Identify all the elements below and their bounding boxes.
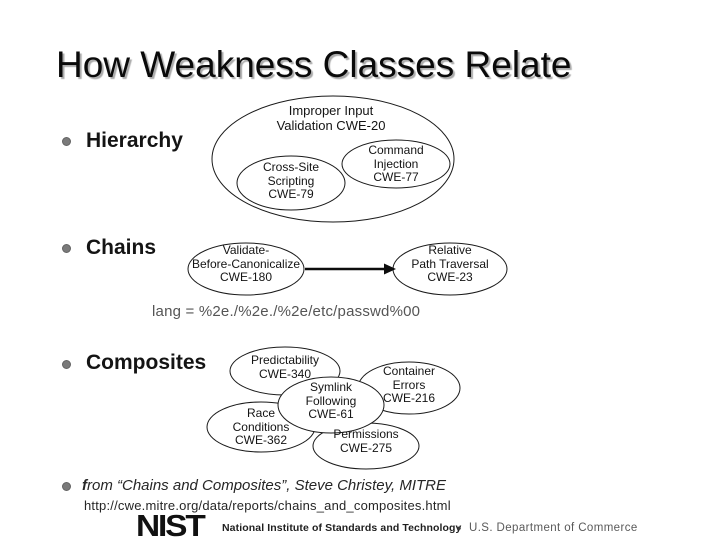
commerce-department-name: U.S. Department of Commerce — [469, 522, 638, 534]
relative-path-traversal-label: Relative Path Traversal CWE-23 — [411, 243, 489, 284]
container-errors-label: Container Errors CWE-216 — [382, 364, 436, 405]
cross-site-scripting-label: Cross-Site Scripting CWE-79 — [262, 160, 319, 201]
footer-separator-icon: • — [457, 521, 462, 535]
nist-agency-name: National Institute of Standards and Tech… — [222, 522, 462, 534]
attribution-text: from “Chains and Composites”, Steve Chri… — [82, 477, 446, 494]
bullet-hierarchy: Hierarchy — [86, 129, 183, 152]
validate-before-canonicalize-label: Validate- Before-Canonicalize CWE-180 — [191, 243, 301, 284]
bullet-icon — [62, 360, 71, 369]
attribution-lead: f — [82, 477, 87, 494]
attribution-url: http://cwe.mitre.org/data/reports/chains… — [84, 498, 451, 513]
page-title: How Weakness Classes Relate — [56, 44, 572, 85]
bullet-icon — [62, 482, 71, 491]
bullet-chains: Chains — [86, 236, 157, 259]
attribution-rest: rom “Chains and Composites”, Steve Chris… — [87, 477, 446, 494]
symlink-following-label: Symlink Following CWE-61 — [305, 380, 357, 421]
nist-logo: NIST — [136, 508, 206, 540]
permissions-label: Permissions CWE-275 — [333, 427, 399, 455]
improper-input-validation-label: Improper Input Validation CWE-20 — [276, 103, 386, 133]
command-injection-label: Command Injection CWE-77 — [368, 143, 424, 184]
bullet-icon — [62, 244, 71, 253]
chain-example-text: lang = %2e./%2e./%2e/etc/passwd%00 — [152, 303, 421, 320]
bullet-composites: Composites — [86, 351, 207, 374]
race-conditions-label: Race Conditions CWE-362 — [232, 406, 290, 447]
bullet-icon — [62, 137, 71, 146]
predictability-label: Predictability CWE-340 — [250, 353, 320, 381]
